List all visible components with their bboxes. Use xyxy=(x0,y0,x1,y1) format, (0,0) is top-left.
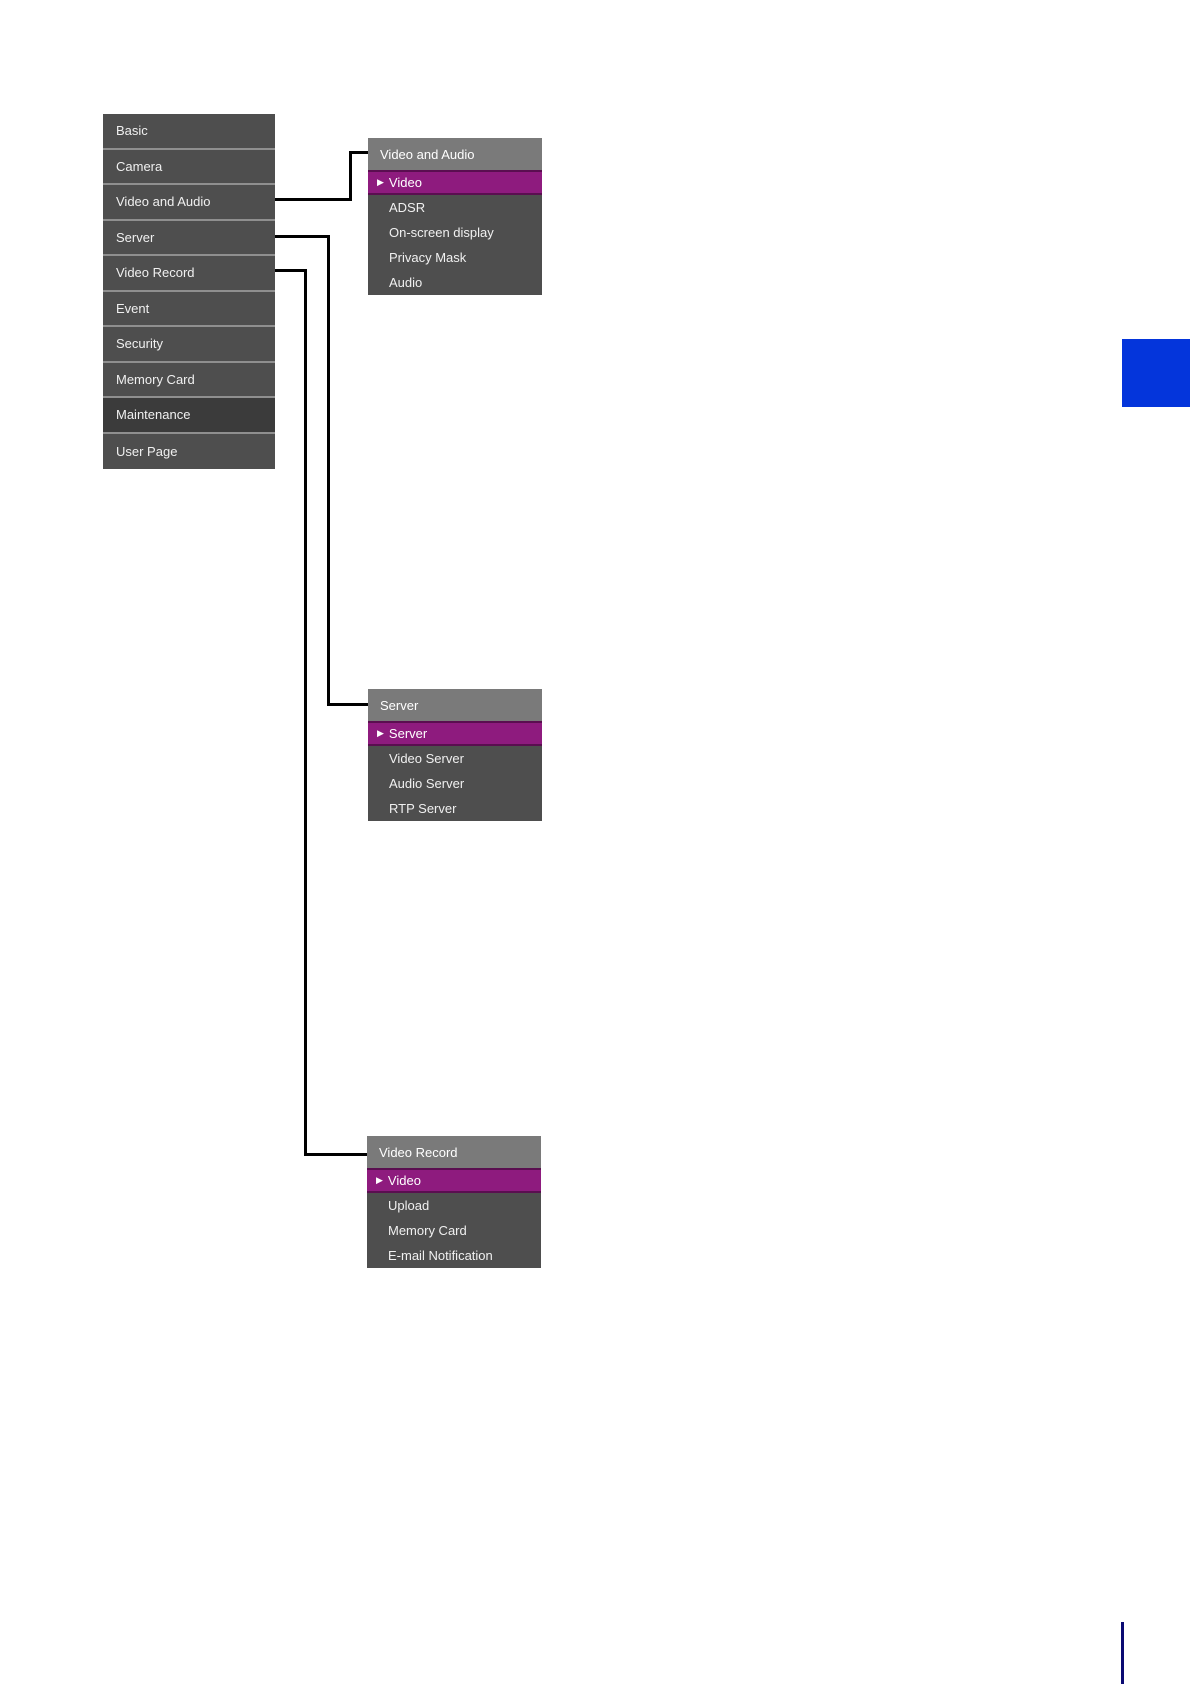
submenu-item-label: Server xyxy=(388,726,428,741)
connector-video-audio-h2 xyxy=(349,151,368,154)
submenu-item-video-server[interactable]: Video Server xyxy=(368,746,542,771)
menu-item-label: User Page xyxy=(116,443,178,459)
submenu-item-label: ADSR xyxy=(389,200,426,215)
submenu-header: Server xyxy=(368,689,542,721)
menu-item-event[interactable]: Event xyxy=(103,291,275,327)
submenu-video-record: Video Record ▶ Video Upload Memory Card … xyxy=(367,1136,541,1268)
menu-item-security[interactable]: Security xyxy=(103,327,275,363)
submenu-item-video[interactable]: ▶ Video xyxy=(367,1168,541,1193)
submenu-item-audio-server[interactable]: Audio Server xyxy=(368,771,542,796)
connector-server-h2 xyxy=(327,703,368,706)
connector-video-record-h2 xyxy=(304,1153,367,1156)
menu-item-basic[interactable]: Basic xyxy=(103,114,275,150)
submenu-item-label: Memory Card xyxy=(388,1223,467,1238)
submenu-item-privacy-mask[interactable]: Privacy Mask xyxy=(368,245,542,270)
menu-item-label: Camera xyxy=(116,158,163,174)
connector-video-audio-h1 xyxy=(275,198,352,201)
menu-item-label: Basic xyxy=(116,123,148,139)
menu-item-video-record[interactable]: Video Record xyxy=(103,256,275,292)
submenu-item-adsr[interactable]: ADSR xyxy=(368,195,542,220)
submenu-header: Video and Audio xyxy=(368,138,542,170)
submenu-header: Video Record xyxy=(367,1136,541,1168)
submenu-item-label: Audio xyxy=(389,275,423,290)
selected-arrow-icon: ▶ xyxy=(377,728,384,738)
submenu-item-email-notification[interactable]: E-mail Notification xyxy=(367,1243,541,1268)
menu-item-label: Video and Audio xyxy=(116,194,211,210)
menu-item-video-and-audio[interactable]: Video and Audio xyxy=(103,185,275,221)
submenu-item-label: E-mail Notification xyxy=(388,1248,493,1263)
menu-item-server[interactable]: Server xyxy=(103,220,275,256)
menu-item-memory-card[interactable]: Memory Card xyxy=(103,362,275,398)
submenu-item-label: Upload xyxy=(388,1198,430,1213)
connector-video-record-h1 xyxy=(275,269,307,272)
submenu-title: Video and Audio xyxy=(380,146,475,162)
submenu-item-server[interactable]: ▶ Server xyxy=(368,721,542,746)
submenu-title: Video Record xyxy=(379,1144,458,1160)
connector-server-h1 xyxy=(275,235,330,238)
menu-item-label: Memory Card xyxy=(116,371,195,387)
selected-arrow-icon: ▶ xyxy=(377,177,384,187)
submenu-item-label: RTP Server xyxy=(389,801,457,816)
menu-item-label: Event xyxy=(116,300,150,316)
footer-rule xyxy=(1121,1622,1124,1684)
chapter-tab xyxy=(1122,339,1190,407)
connector-server-v xyxy=(327,235,330,706)
menu-item-label: Server xyxy=(116,229,155,245)
submenu-item-label: Privacy Mask xyxy=(389,250,467,265)
menu-item-label: Video Record xyxy=(116,265,195,281)
submenu-item-label: Video Server xyxy=(389,751,464,766)
submenu-item-memory-card[interactable]: Memory Card xyxy=(367,1218,541,1243)
submenu-title: Server xyxy=(380,697,419,713)
selected-arrow-icon: ▶ xyxy=(376,1175,383,1185)
submenu-item-on-screen-display[interactable]: On-screen display xyxy=(368,220,542,245)
menu-item-label: Maintenance xyxy=(116,407,191,423)
submenu-item-upload[interactable]: Upload xyxy=(367,1193,541,1218)
submenu-item-label: Audio Server xyxy=(389,776,465,791)
settings-menu: Basic Camera Video and Audio Server Vide… xyxy=(103,114,275,469)
menu-item-maintenance[interactable]: Maintenance xyxy=(103,398,275,434)
submenu-item-label: Video xyxy=(388,175,422,190)
submenu-video-and-audio: Video and Audio ▶ Video ADSR On-screen d… xyxy=(368,138,542,295)
submenu-item-rtp-server[interactable]: RTP Server xyxy=(368,796,542,821)
menu-item-camera[interactable]: Camera xyxy=(103,149,275,185)
submenu-item-video[interactable]: ▶ Video xyxy=(368,170,542,195)
submenu-item-audio[interactable]: Audio xyxy=(368,270,542,295)
menu-item-label: Security xyxy=(116,336,163,352)
submenu-server: Server ▶ Server Video Server Audio Serve… xyxy=(368,689,542,821)
submenu-item-label: Video xyxy=(387,1173,421,1188)
menu-item-user-page[interactable]: User Page xyxy=(103,433,275,469)
connector-video-record-v xyxy=(304,269,307,1156)
connector-video-audio-v xyxy=(349,151,352,201)
submenu-item-label: On-screen display xyxy=(389,225,494,240)
